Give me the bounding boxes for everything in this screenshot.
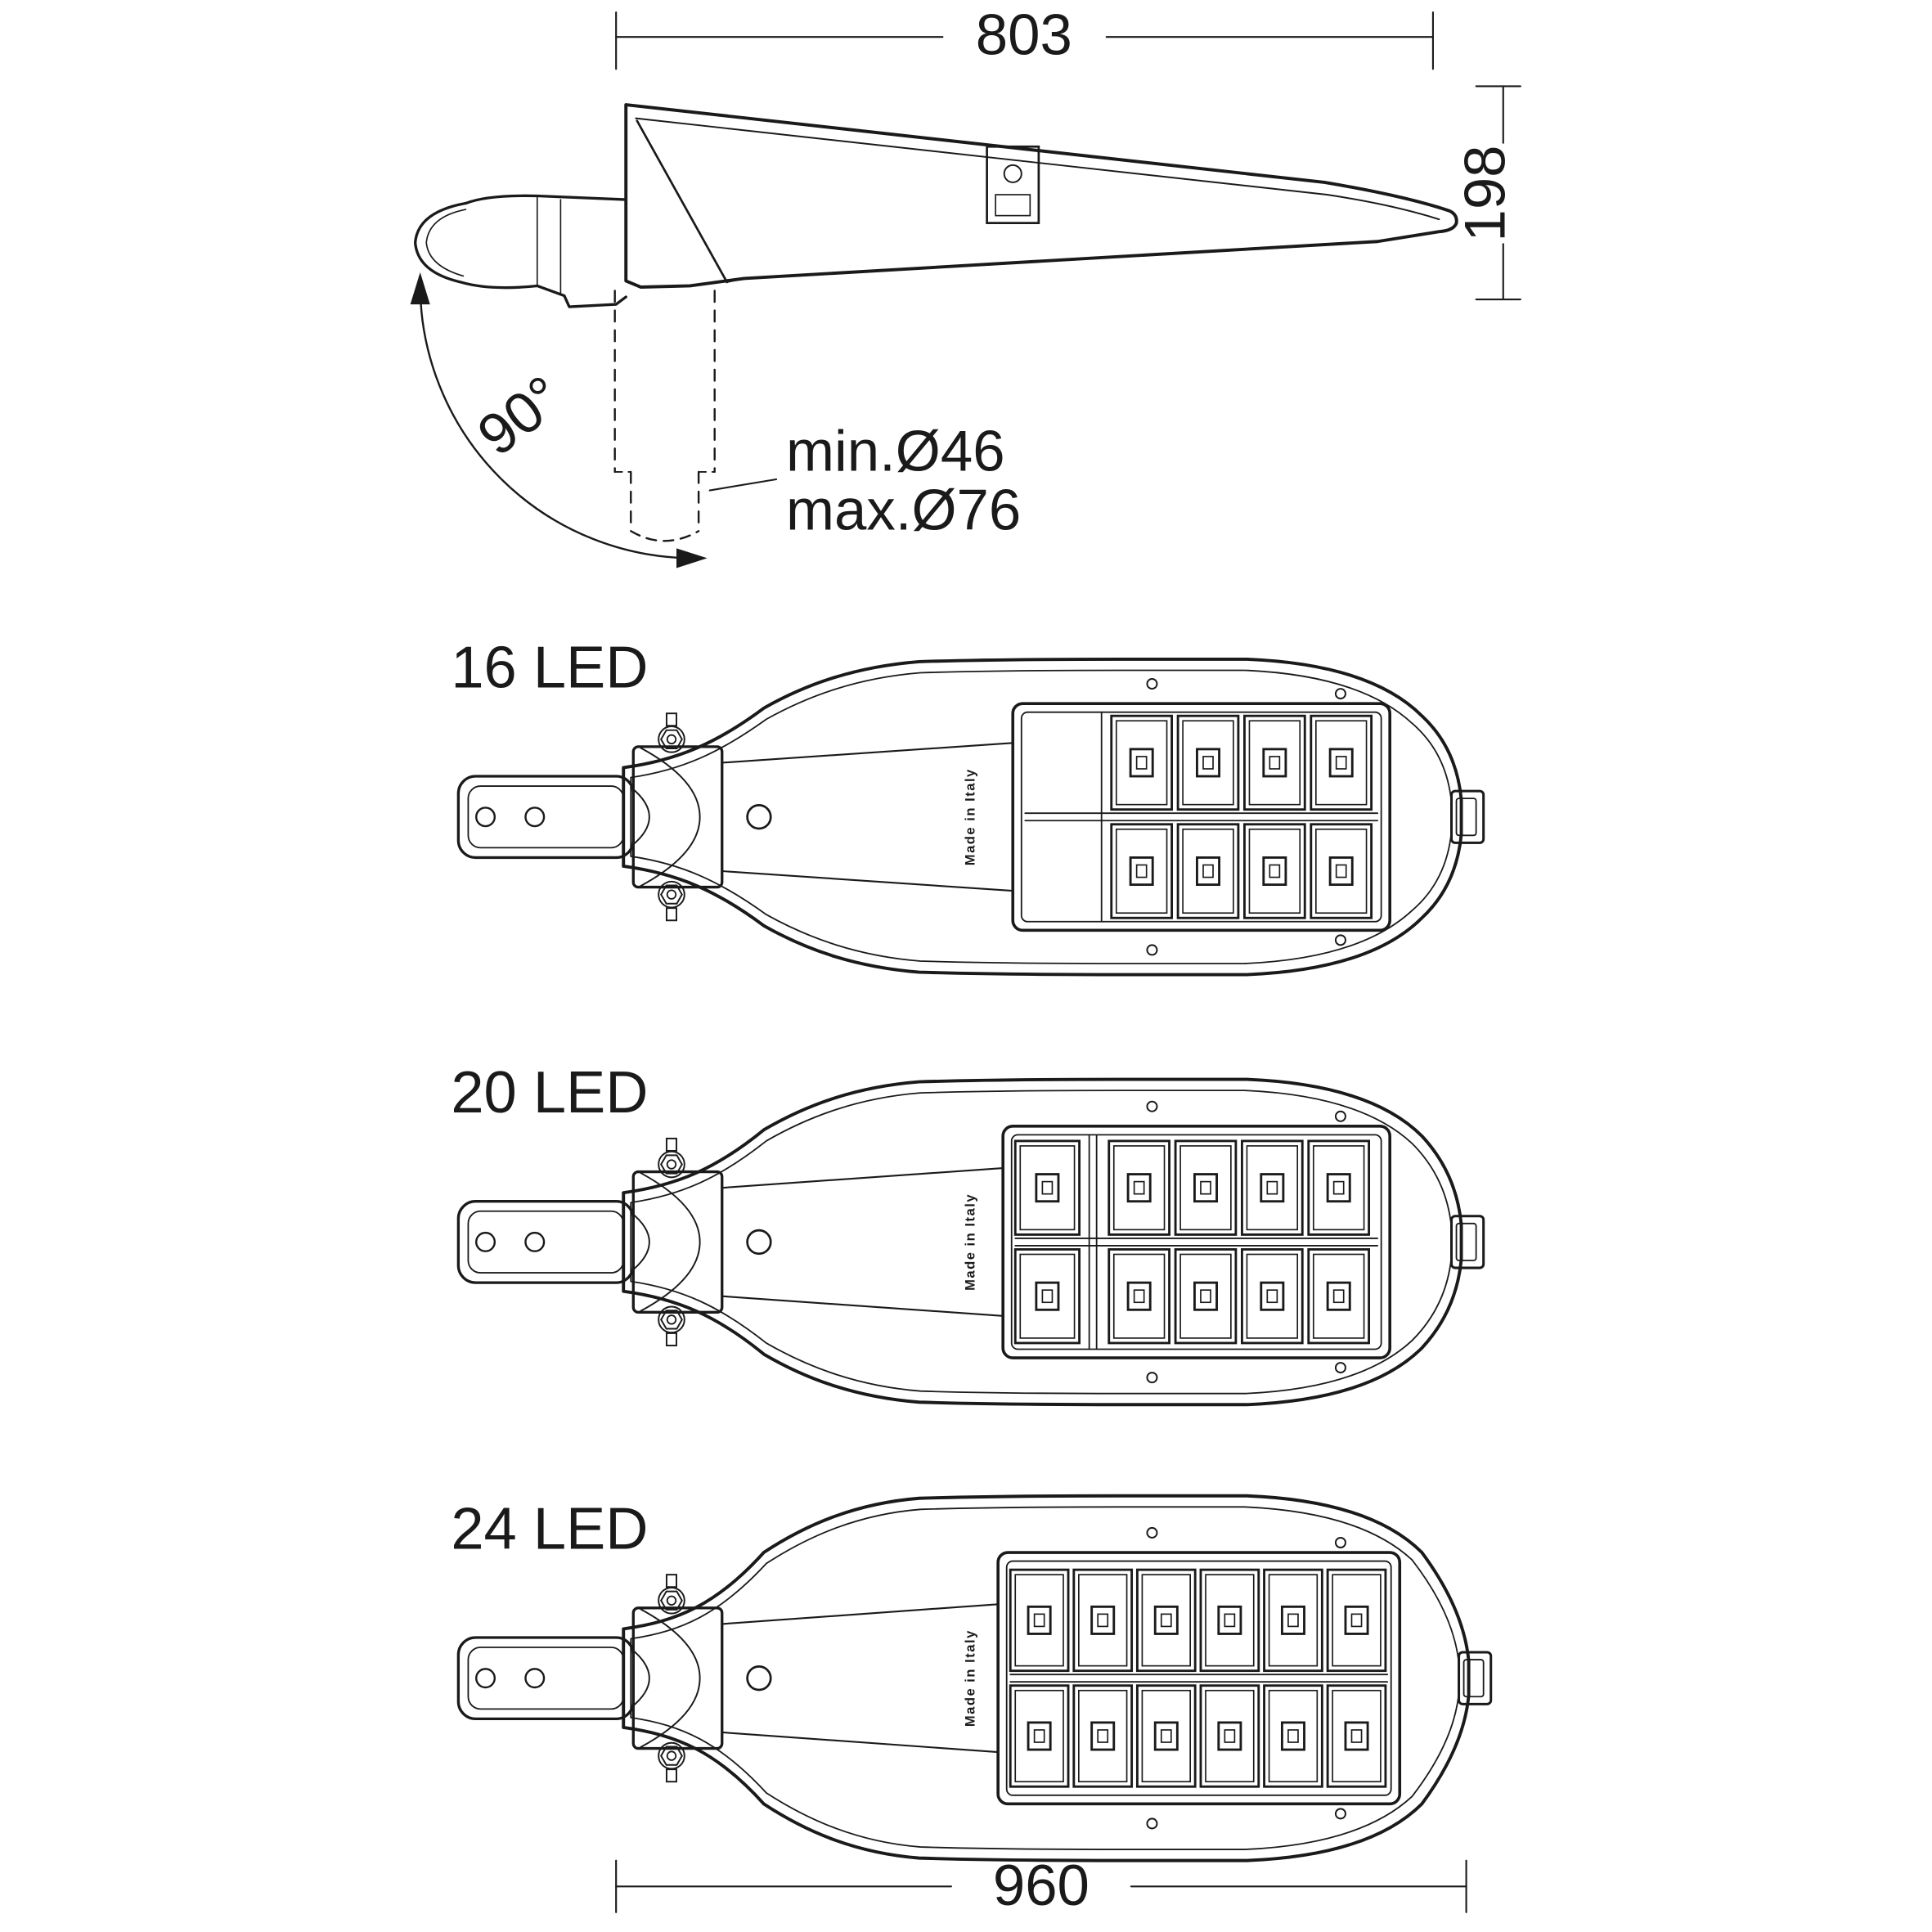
variant-label-20-led: 20 LED [451,1060,648,1126]
variant-label-24-led: 24 LED [451,1497,648,1562]
top-view-24-led [456,1494,1493,1862]
side-view [410,11,1521,568]
pole-diameter-max-label: max.Ø76 [786,479,1021,543]
drawing-linework [410,11,1521,1913]
bottom-dimension [615,1859,1467,1913]
dim-height-label: 198 [1453,145,1517,241]
pole-diameter-min-label: min.Ø46 [786,419,1005,483]
dim-top-width-label: 803 [976,2,1072,67]
variant-label-16-led: 16 LED [451,636,648,701]
made-in-italy-mark-16: Made in Italy [963,768,978,865]
made-in-italy-mark-24: Made in Italy [963,1629,978,1727]
top-view-16-led [456,657,1485,977]
made-in-italy-mark-20: Made in Italy [963,1193,978,1291]
top-view-20-led [456,1077,1485,1407]
angle-label: 90° [466,364,575,469]
dim-bottom-width-label: 960 [993,1853,1090,1918]
